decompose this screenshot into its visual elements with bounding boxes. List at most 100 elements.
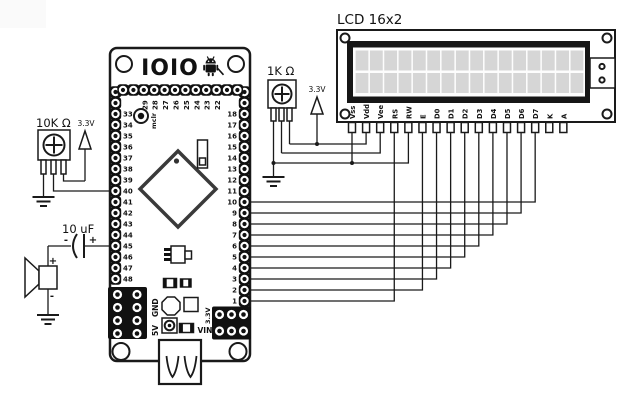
power-header-gnd-5v: GND 5V (108, 287, 160, 339)
faint-corner-artifact (0, 0, 46, 28)
pin-label: 36 (123, 144, 133, 152)
board-small-components (161, 139, 209, 334)
mounting-hole (601, 32, 613, 44)
power-pin-dot (134, 331, 140, 336)
junction-dot (271, 161, 276, 165)
lcd-pin-stub (347, 121, 357, 134)
pin-dot (113, 210, 118, 216)
pin-dot (113, 144, 118, 150)
pin-dot (242, 133, 247, 139)
lcd-cell (412, 73, 426, 93)
regulator-leg (164, 253, 171, 256)
smd-part (198, 157, 207, 166)
pin-label: 12 (227, 177, 237, 185)
lcd-pin-stub (502, 121, 512, 134)
pin-label: 40 (123, 188, 133, 196)
ground-symbol-1k (262, 176, 285, 187)
smd-end (179, 323, 183, 333)
lcd-cell (513, 73, 527, 93)
cap-curved-plate (72, 233, 78, 259)
lcd-pin-label: D1 (448, 108, 456, 119)
ioio-board: IOIO mclr 333435363738394041424344454647… (108, 46, 252, 386)
supply-3v3-right: 3.3V (308, 85, 326, 115)
pin-dot (113, 133, 118, 139)
control-wires (42, 113, 410, 315)
pin-label: 13 (227, 166, 237, 174)
speaker-minus-sign: - (50, 291, 54, 302)
pin-label: 34 (123, 122, 133, 130)
lcd-cell (412, 50, 426, 71)
power-pin-dot (115, 292, 120, 297)
data-wire (250, 132, 395, 302)
trimmer-dot (167, 323, 172, 328)
lcd-cell (527, 73, 541, 93)
pin-dot (242, 155, 247, 161)
lcd-character-cells (355, 50, 584, 93)
3v3-label: 3.3V (204, 307, 212, 324)
power-pin-dot (229, 328, 234, 334)
pin-label: 44 (123, 232, 133, 240)
power-pin-dot (134, 318, 140, 323)
mcu-pin1-dot (173, 158, 180, 164)
pin-dot (242, 89, 247, 95)
lcd-pin-label: D7 (532, 108, 540, 119)
pin-dot (242, 100, 247, 106)
power-pin-dot (115, 331, 120, 336)
data-wire (250, 132, 522, 214)
lcd-pin-stub (460, 121, 469, 134)
mounting-hole (339, 32, 351, 44)
cap-plus-sign: + (89, 235, 97, 246)
pin-dot (242, 210, 247, 216)
power-pin-dot (229, 312, 234, 317)
pin-label: 37 (123, 155, 133, 163)
pin-dot (162, 87, 167, 93)
pot-leg (270, 107, 277, 122)
lcd-pin-label: D2 (462, 108, 470, 119)
pot-screw-icon (42, 133, 66, 157)
capacitor-10uf: 10 uF - + (62, 222, 97, 259)
lcd-cell (455, 50, 469, 71)
pin-dot (242, 122, 247, 128)
pin-label: 2 (232, 287, 237, 295)
smd-end (190, 323, 194, 333)
data-wire (250, 132, 508, 225)
supply-arrow-icon (77, 128, 93, 150)
pin-dot (113, 188, 118, 194)
mounting-hole (115, 55, 133, 73)
lcd-cell (427, 73, 441, 93)
mounting-hole (339, 108, 351, 120)
pin-label: 7 (232, 232, 237, 240)
lcd-pin-label: Vss (349, 106, 357, 119)
pin-dot (242, 265, 247, 271)
pin-label: 43 (123, 221, 133, 229)
data-bus-wires (250, 132, 536, 302)
power-pin-dot (115, 305, 120, 310)
lcd-pin-label: Vdd (363, 104, 371, 119)
lcd-pin-stub (474, 121, 484, 134)
backlight-pad (598, 62, 606, 71)
power-pin-dot (134, 292, 140, 297)
pin-dot (242, 254, 247, 260)
smd-end (188, 279, 191, 287)
lcd-cell (470, 73, 484, 93)
pin-dot (113, 155, 118, 161)
backlight-pad (598, 76, 606, 84)
lcd-cell (484, 50, 498, 71)
power-header-3v3-vin: 3.3V VIN (198, 306, 251, 340)
pot-leg (60, 159, 67, 175)
pin-dot (193, 87, 198, 93)
pin-dot (113, 199, 118, 205)
pin-dot (242, 166, 247, 172)
supply-label: 3.3V (308, 85, 326, 94)
lcd-cell (527, 50, 541, 71)
pin-dot (242, 276, 247, 282)
pot-leg (286, 107, 293, 122)
lcd-cell (498, 73, 512, 93)
smd-end (180, 279, 184, 287)
5v-label: 5V (151, 325, 160, 336)
ioio-logo: IOIO (141, 56, 199, 81)
pin-dot (242, 177, 247, 183)
pin-dot (224, 87, 230, 93)
lcd-cell (384, 50, 398, 71)
vin-label: VIN (198, 326, 213, 335)
